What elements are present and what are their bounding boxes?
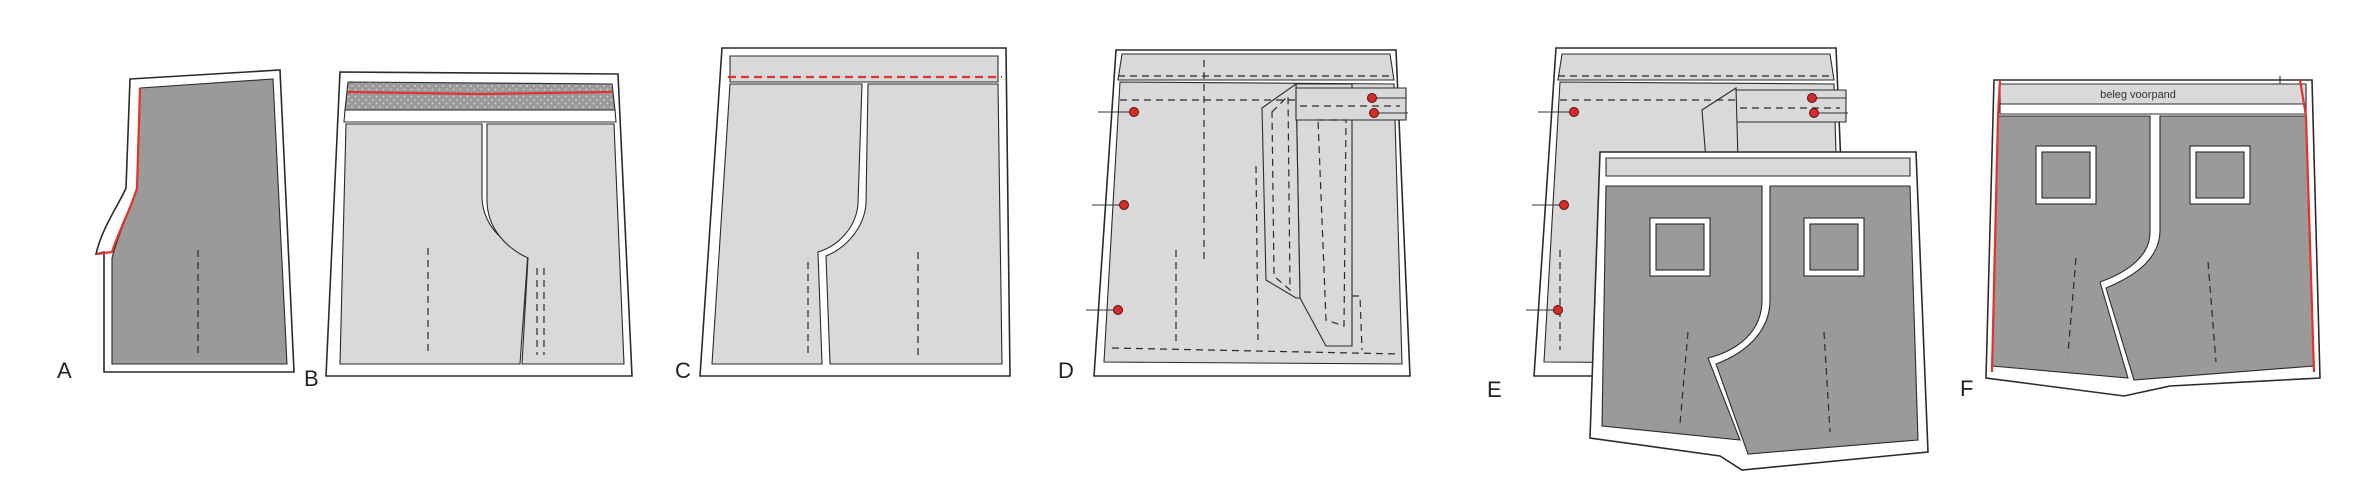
step-label-b: B <box>304 366 319 391</box>
pin <box>1367 93 1406 103</box>
step-c-facing-attached <box>699 47 1011 377</box>
step-f-finished: beleg voorpand <box>1985 76 2321 397</box>
pin <box>1086 305 1123 315</box>
step-b-assembled-front <box>325 71 633 377</box>
step-label-a: A <box>57 358 72 383</box>
step-e-front-turned <box>1589 151 1929 471</box>
step-label-c: C <box>675 358 691 383</box>
step-label-d: D <box>1058 358 1074 383</box>
step-d-pinning <box>1093 49 1411 377</box>
facing-label: beleg voorpand <box>2100 89 2176 101</box>
pin <box>1369 108 1408 118</box>
pin <box>1538 107 1579 117</box>
pin <box>1809 108 1848 118</box>
pin <box>1532 200 1569 210</box>
step-label-f: F <box>1960 376 1973 401</box>
step-label-e: E <box>1487 377 1502 402</box>
step-d-pins <box>1086 93 1408 315</box>
pin <box>1807 93 1846 103</box>
pin <box>1526 305 1563 315</box>
pin <box>1092 200 1129 210</box>
pin <box>1098 107 1139 117</box>
step-a-pattern-piece <box>94 69 295 373</box>
